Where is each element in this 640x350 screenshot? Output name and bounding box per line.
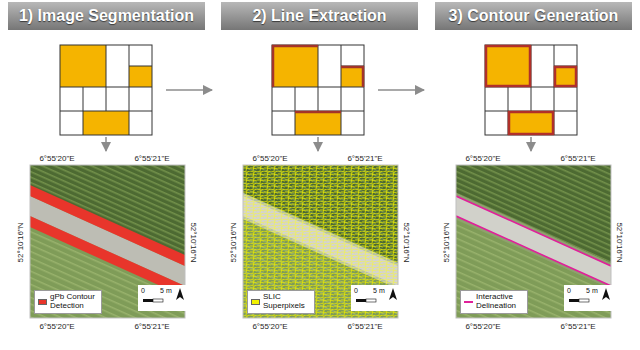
scale-label: 5 <box>373 287 377 295</box>
legend-box: gPb Contour Detection <box>34 290 102 314</box>
coordinate-label: 6°55'21"E <box>347 155 382 164</box>
coordinate-label: 52°10'16"N <box>17 222 26 262</box>
coordinate-label: 6°55'21"E <box>134 323 169 332</box>
scale-label: m <box>379 287 385 295</box>
coordinate-label: 6°55'20"E <box>465 155 500 164</box>
legend-box: SLIC Superpixels <box>247 290 315 314</box>
step-header: 1) Image Segmentation <box>8 2 205 30</box>
header-text: 1) Image Segmentation <box>19 7 194 25</box>
coordinate-label: 6°55'21"E <box>347 323 382 332</box>
legend-row: Interactive Delineation <box>464 293 524 311</box>
scale-label: 5 <box>160 287 164 295</box>
legend-swatch <box>251 299 260 305</box>
legend-text: SLIC Superpixels <box>263 293 311 311</box>
coordinate-label: 6°55'21"E <box>134 155 169 164</box>
coordinate-label: 6°55'21"E <box>560 155 595 164</box>
scale-label: m <box>166 287 172 295</box>
coordinate-label: 6°55'20"E <box>39 155 74 164</box>
coordinate-label: 6°55'20"E <box>465 323 500 332</box>
scale-label: 5 <box>586 287 590 295</box>
legend-box: Interactive Delineation <box>460 290 528 314</box>
coordinate-label: 52°10'16"N <box>189 222 198 262</box>
legend-row: gPb Contour Detection <box>38 293 98 311</box>
coordinate-label: 6°55'20"E <box>252 323 287 332</box>
coordinate-label: 52°10'16"N <box>230 222 239 262</box>
coordinate-label: 52°10'16"N <box>615 222 624 262</box>
coordinate-label: 52°10'16"N <box>402 222 411 262</box>
step-header: 3) Contour Generation <box>435 2 632 30</box>
coordinate-label: 52°10'16"N <box>443 222 452 262</box>
legend-swatch <box>38 299 47 305</box>
legend-text: Interactive Delineation <box>476 293 524 311</box>
legend-line-sample <box>464 301 473 303</box>
header-text: 2) Line Extraction <box>252 7 386 25</box>
legend-row: SLIC Superpixels <box>251 293 311 311</box>
scale-label: 0 <box>567 287 571 295</box>
scale-label: m <box>592 287 598 295</box>
coordinate-label: 6°55'20"E <box>39 323 74 332</box>
scale-label: 0 <box>141 287 145 295</box>
coordinate-label: 6°55'21"E <box>560 323 595 332</box>
step-header: 2) Line Extraction <box>221 2 418 30</box>
scale-label: 0 <box>354 287 358 295</box>
coordinate-label: 6°55'20"E <box>252 155 287 164</box>
legend-text: gPb Contour Detection <box>50 293 98 311</box>
header-text: 3) Contour Generation <box>449 7 619 25</box>
